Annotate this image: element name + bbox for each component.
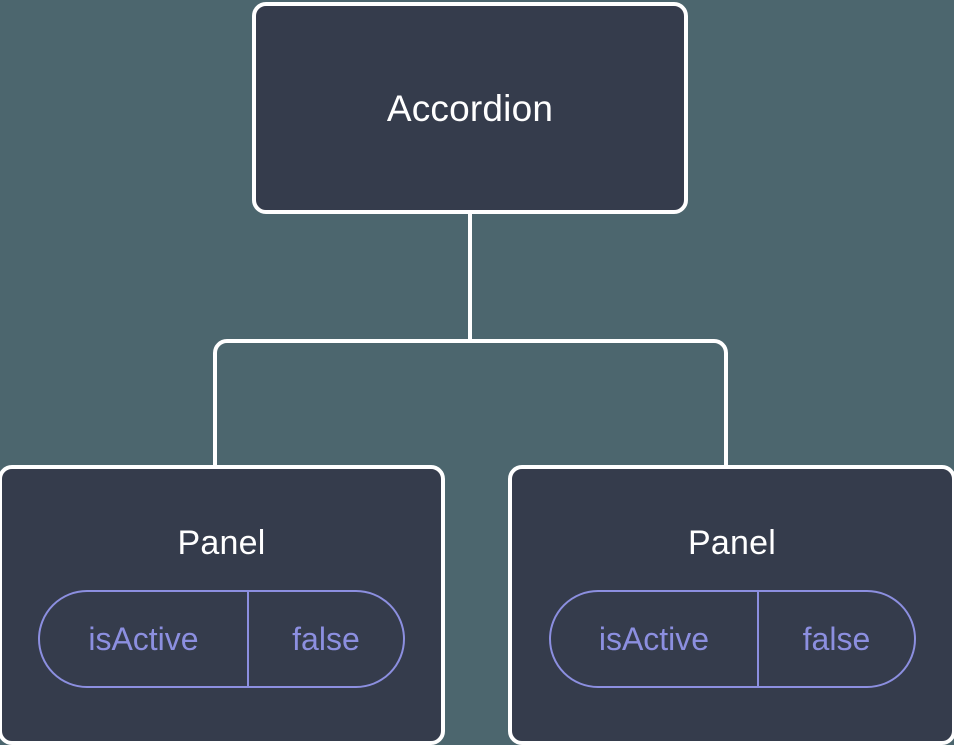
prop-pill-is-active-right[interactable]: isActive false [548, 590, 916, 688]
node-accordion[interactable]: Accordion [252, 2, 688, 214]
prop-pill-is-active-left[interactable]: isActive false [38, 590, 405, 688]
prop-value-is-active-left: false [292, 621, 360, 657]
node-panel-left[interactable]: Panel isActive false [0, 465, 445, 745]
node-panel-left-label: Panel [177, 524, 266, 562]
prop-key-is-active-right: isActive [551, 592, 760, 686]
node-panel-right[interactable]: Panel isActive false [508, 465, 954, 745]
connector-to-right-panel [470, 339, 728, 467]
prop-value-is-active-right: false [802, 621, 871, 657]
node-panel-right-label: Panel [688, 524, 776, 562]
node-accordion-label: Accordion [386, 87, 554, 129]
connector-to-left-panel [213, 339, 470, 467]
prop-key-is-active-left: isActive [40, 592, 249, 686]
